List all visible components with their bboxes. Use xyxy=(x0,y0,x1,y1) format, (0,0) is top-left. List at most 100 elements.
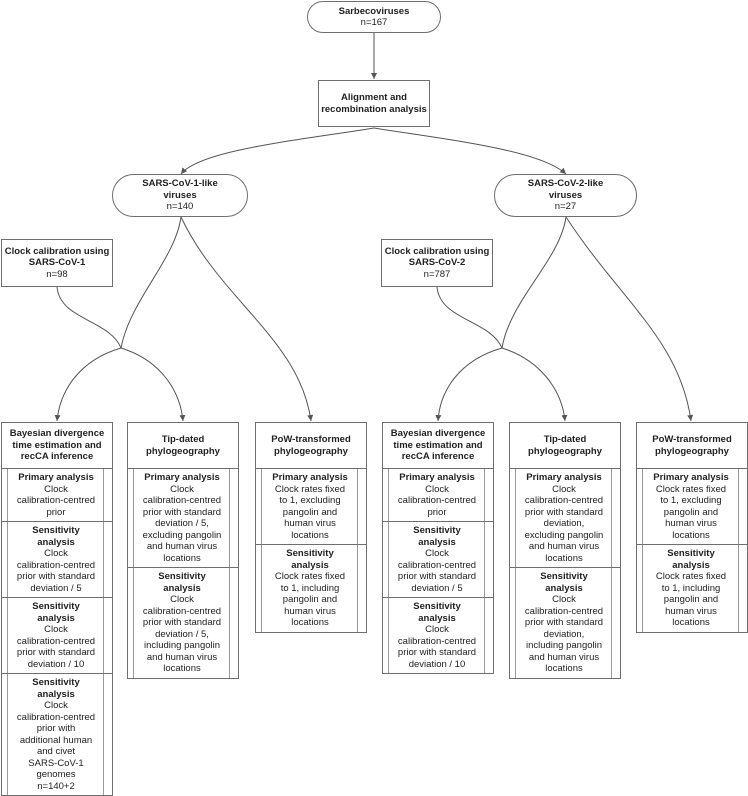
analysis-text-line: human virus xyxy=(665,518,717,529)
sarbecoviruses-count: n=167 xyxy=(360,17,388,28)
analysis-text-line: to 1, excluding xyxy=(279,495,341,506)
analysis-text-line: Clock xyxy=(44,483,68,495)
clock2-line1: Clock calibration using xyxy=(384,245,490,257)
analysis-text-line: and civet xyxy=(36,746,76,757)
analysis-text-line: prior with standard xyxy=(524,506,604,518)
analysis-text-line: prior with standard xyxy=(16,571,96,582)
analysis-title: Sensitivity analysis xyxy=(158,571,206,594)
analysis-text-line: deviation, xyxy=(543,628,585,640)
analysis-text-line: including pangolin xyxy=(525,640,603,651)
column-header-line: phylogeography xyxy=(528,445,602,457)
analysis-text-line: genomes xyxy=(36,769,76,780)
analysis-text-line: Clock xyxy=(425,624,449,635)
analysis-text-line: calibration-centred xyxy=(524,495,604,506)
analysis-text-line: and human virus xyxy=(528,651,600,663)
analysis-text-line: Clock xyxy=(44,548,68,559)
analysis-text-line: Clock rates fixed xyxy=(274,483,346,495)
sars-cov-2-like-node: SARS-CoV-2-like viruses n=27 xyxy=(494,174,637,217)
alignment-line1: Alignment and xyxy=(341,92,407,103)
arrow-sars1-to-col3 xyxy=(180,216,314,422)
column-header-line: phylogeography xyxy=(274,445,348,457)
analysis-text-line: deviation / 5, xyxy=(155,628,209,640)
analysis-text-line: calibration-centred xyxy=(16,711,96,723)
analysis-text-line: deviation / 10 xyxy=(408,658,466,670)
analysis-text-line: locations xyxy=(672,617,710,628)
analysis-text-line: calibration-centred xyxy=(524,605,604,617)
column-header-line: Tip-dated xyxy=(161,434,205,445)
analysis-text-line: Clock xyxy=(425,548,449,559)
line-sars1-to-merge1 xyxy=(120,216,182,349)
alignment-line2: recombination analysis xyxy=(321,103,427,115)
analysis-text-line: calibration-centred xyxy=(142,605,222,617)
analysis-text-line: pangolin and xyxy=(663,506,719,518)
analysis-text-line: Clock xyxy=(170,594,194,605)
column-header-line: recCA inference xyxy=(20,451,94,463)
clock-calibration-sars-cov-1-node: Clock calibration using SARS-CoV-1 n=98 xyxy=(1,239,113,287)
line-sars2-to-merge2 xyxy=(501,216,567,349)
analysis-text-line: human virus xyxy=(284,518,336,529)
analysis-text-line: Clock rates fixed xyxy=(655,483,727,495)
column-header-line: PoW-transformed xyxy=(652,434,732,445)
analysis-text-line: human virus xyxy=(665,605,717,617)
analysis-text-line: prior with standard xyxy=(397,647,477,658)
sars2-line2: viruses xyxy=(548,189,583,201)
sars2-line1: SARS-CoV-2-like xyxy=(527,178,604,190)
analysis-text-line: calibration-centred xyxy=(397,635,477,647)
clock2-count: n=787 xyxy=(423,268,451,280)
sars1-line1: SARS-CoV-1-like xyxy=(142,178,218,190)
arrow-alignment-to-sars2 xyxy=(373,127,567,175)
analysis-text-line: excluding pangolin xyxy=(142,529,222,541)
analysis-text-line: to 1, including xyxy=(280,582,340,594)
analysis-title: Sensitivity analysis xyxy=(32,525,80,548)
analysis-text-line: Clock rates fixed xyxy=(655,571,727,582)
column-header-line: recCA inference xyxy=(401,451,475,463)
analysis-text-line: and human virus xyxy=(146,651,218,663)
analysis-title: Sensitivity analysis xyxy=(413,525,461,548)
column-header-line: time estimation and xyxy=(393,439,483,451)
analysis-text-line: deviation / 10 xyxy=(27,658,85,670)
analysis-text-line: locations xyxy=(672,529,710,541)
analysis-title: Sensitivity analysis xyxy=(540,571,588,594)
analysis-text-line: calibration-centred xyxy=(397,559,477,571)
analysis-text-line: prior xyxy=(427,506,447,518)
analysis-text-line: calibration-centred xyxy=(142,495,222,506)
analysis-text-line: additional human xyxy=(19,734,93,746)
analysis-title: Sensitivity analysis xyxy=(32,677,80,700)
line-clock1-to-merge1 xyxy=(56,286,122,349)
analysis-text-line: locations xyxy=(163,552,201,564)
analysis-text-line: Clock xyxy=(44,624,68,635)
analysis-text-line: Clock rates fixed xyxy=(274,571,346,582)
analysis-title: Primary analysis xyxy=(272,472,348,483)
arrow-alignment-to-sars1 xyxy=(180,127,375,175)
analysis-text-line: including pangolin xyxy=(143,640,221,651)
analysis-text-line: calibration-centred xyxy=(397,495,477,506)
analysis-title: Primary analysis xyxy=(399,472,475,483)
analysis-title: Primary analysis xyxy=(18,472,94,483)
analysis-text-line: calibration-centred xyxy=(16,635,96,647)
analysis-title: Sensitivity analysis xyxy=(413,601,461,624)
analysis-title: Primary analysis xyxy=(653,472,729,483)
clock1-line2: SARS-CoV-1 xyxy=(28,257,86,269)
clock1-line1: Clock calibration using xyxy=(4,245,110,257)
analysis-text-line: to 1, excluding xyxy=(660,495,722,506)
column-header-line: phylogeography xyxy=(655,445,729,457)
analysis-text-line: excluding pangolin xyxy=(524,529,604,541)
sars1-count: n=140 xyxy=(166,201,194,213)
